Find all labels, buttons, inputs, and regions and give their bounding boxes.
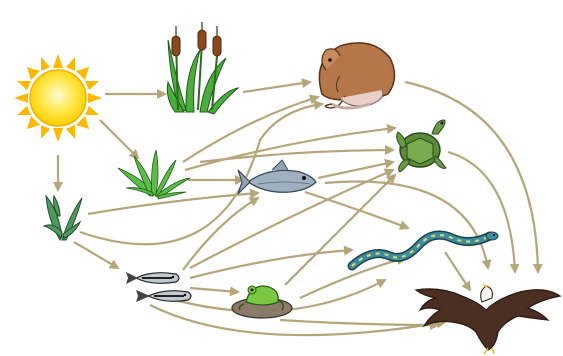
fish-icon bbox=[238, 160, 316, 194]
snake-icon bbox=[352, 232, 498, 266]
minnows-icon bbox=[126, 272, 191, 302]
arrow-fish-to-snake bbox=[305, 192, 408, 228]
water-plant-icon bbox=[44, 196, 82, 240]
arrow-minnows-to-frog bbox=[190, 288, 238, 292]
arrow-cattails-to-muskrat bbox=[243, 82, 310, 92]
arrow-snake-to-eagle bbox=[445, 252, 470, 290]
eagle-icon bbox=[416, 284, 560, 354]
arrow-water-plant-to-fish bbox=[88, 193, 258, 214]
arrow-water-plant-to-turtle bbox=[200, 150, 393, 162]
frog-icon bbox=[232, 286, 292, 318]
arrow-water-plant-to-minnows bbox=[74, 242, 118, 268]
cattail-icon bbox=[167, 22, 238, 114]
muskrat-icon bbox=[319, 43, 394, 108]
grass-icon bbox=[118, 150, 190, 199]
arrow-grass-to-turtle bbox=[185, 128, 395, 170]
sun-icon bbox=[14, 54, 102, 142]
arrow-frog-to-eagle bbox=[280, 320, 438, 325]
arrow-sun-to-grass bbox=[100, 120, 138, 158]
turtle-icon bbox=[397, 120, 446, 172]
arrow-frog-to-turtle bbox=[285, 175, 395, 285]
